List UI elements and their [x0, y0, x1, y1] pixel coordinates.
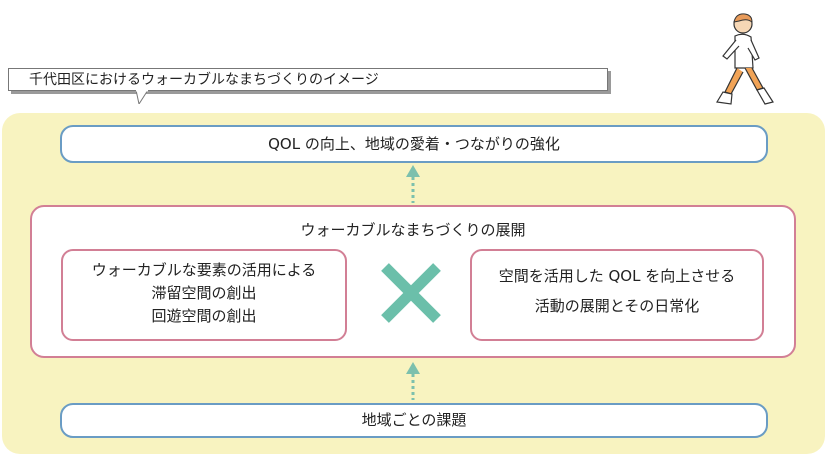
space-creation-box: ウォーカブルな要素の活用による 滞留空間の創出 回遊空間の創出: [61, 249, 347, 341]
walking-person-icon: [716, 13, 774, 105]
activity-box: 空間を活用した QOL を向上させる 活動の展開とその日常化: [470, 249, 764, 341]
development-title: ウォーカブルなまちづくりの展開: [300, 221, 526, 239]
multiply-cross-icon: [381, 263, 441, 323]
callout-tail-icon: [136, 90, 148, 104]
activity-line-2: 活動の展開とその日常化: [534, 297, 700, 315]
callout-text: 千代田区におけるウォーカブルなまちづくりのイメージ: [29, 72, 379, 88]
regional-issues-box: 地域ごとの課題: [60, 403, 768, 438]
goal-box: QOL の向上、地域の愛着・つながりの強化: [60, 125, 768, 163]
space-creation-line-3: 回遊空間の創出: [151, 307, 257, 325]
dotted-up-arrow-icon: [406, 165, 420, 203]
title-callout: 千代田区におけるウォーカブルなまちづくりのイメージ: [8, 68, 608, 91]
activity-line-1: 空間を活用した QOL を向上させる: [498, 267, 736, 285]
space-creation-line-2: 滞留空間の創出: [151, 284, 257, 302]
dotted-up-arrow-icon: [406, 362, 420, 400]
goal-text: QOL の向上、地域の愛着・つながりの強化: [268, 135, 560, 153]
space-creation-line-1: ウォーカブルな要素の活用による: [91, 261, 317, 279]
walkable-development-box: ウォーカブルなまちづくりの展開 ウォーカブルな要素の活用による 滞留空間の創出 …: [30, 205, 796, 358]
regional-issues-text: 地域ごとの課題: [361, 411, 467, 429]
